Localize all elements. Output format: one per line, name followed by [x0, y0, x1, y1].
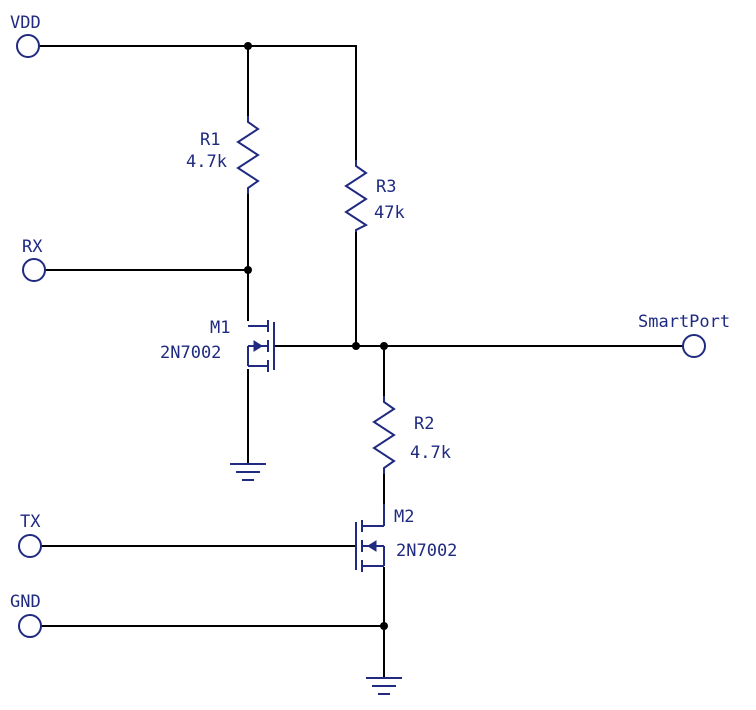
mosfet-m1: [247, 320, 275, 372]
ground-symbol-m1: [230, 463, 266, 481]
resistor-r2: [372, 396, 396, 474]
mosfet-m2: [355, 504, 385, 572]
junction-dot: [380, 342, 388, 350]
m1-value-label: 2N7002: [160, 343, 221, 363]
port-gnd-label: GND: [10, 592, 41, 612]
port-vdd-terminal[interactable]: [16, 34, 40, 58]
r1-value-label: 4.7k: [186, 152, 227, 172]
r3-ref-label: R3: [376, 177, 396, 197]
resistor-r3: [344, 160, 369, 232]
m2-value-label: 2N7002: [396, 541, 457, 561]
resistor-r1: [236, 116, 260, 194]
r2-ref-label: R2: [414, 414, 434, 434]
port-smartport-label: SmartPort: [638, 312, 730, 332]
junction-dot: [244, 42, 252, 50]
port-smartport-terminal[interactable]: [682, 334, 706, 358]
port-tx-label: TX: [20, 512, 41, 532]
junction-dot: [244, 266, 252, 274]
ground-symbol-m2: [366, 677, 402, 695]
junction-dot: [352, 342, 360, 350]
port-rx-terminal[interactable]: [22, 258, 46, 282]
r1-ref-label: R1: [200, 130, 220, 150]
r2-value-label: 4.7k: [410, 443, 451, 463]
r3-value-label: 47k: [374, 203, 405, 223]
port-gnd-terminal[interactable]: [18, 614, 42, 638]
m1-ref-label: M1: [210, 318, 230, 338]
junctions: [244, 42, 388, 630]
junction-dot: [380, 622, 388, 630]
port-tx-terminal[interactable]: [18, 534, 42, 558]
port-vdd-label: VDD: [10, 13, 41, 33]
m2-ref-label: M2: [394, 507, 414, 527]
wires: [39, 45, 684, 677]
port-rx-label: RX: [22, 237, 43, 257]
